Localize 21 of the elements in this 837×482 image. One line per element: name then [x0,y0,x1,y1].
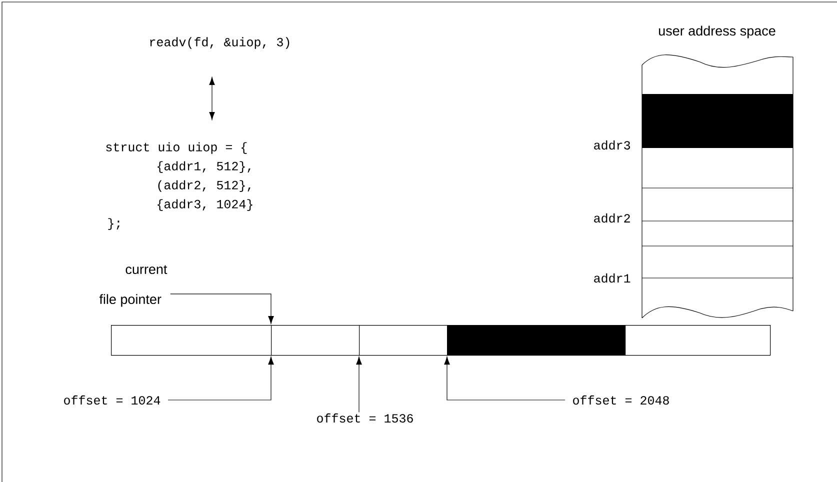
struct-code: struct uio uiop = { {addr1, 512}, (addr2, 512}, {addr3, 1024} }; [106,142,252,230]
arrow [356,356,362,413]
address-label: addr3 [594,140,630,150]
offset-label: offset = 2048 [573,395,669,405]
arrow [168,356,274,400]
file-segment [447,325,626,356]
offset-label: offset = 1024 [64,395,160,405]
file-segment [359,325,448,356]
address-label: addr2 [594,213,630,223]
arrow [209,77,215,120]
offset-label: offset = 1536 [317,413,413,423]
node-label: user address space [658,26,776,38]
address-space-column: user address space [642,26,794,318]
file-segment [625,325,771,356]
arrow [170,294,274,324]
pointer-label: current file pointer [99,265,168,307]
function-call: readv(fd, &uiop, 3) [150,37,290,49]
file-segment [271,325,360,356]
file-segment [111,325,272,356]
address-label: addr1 [594,273,630,283]
arrow [444,356,566,400]
